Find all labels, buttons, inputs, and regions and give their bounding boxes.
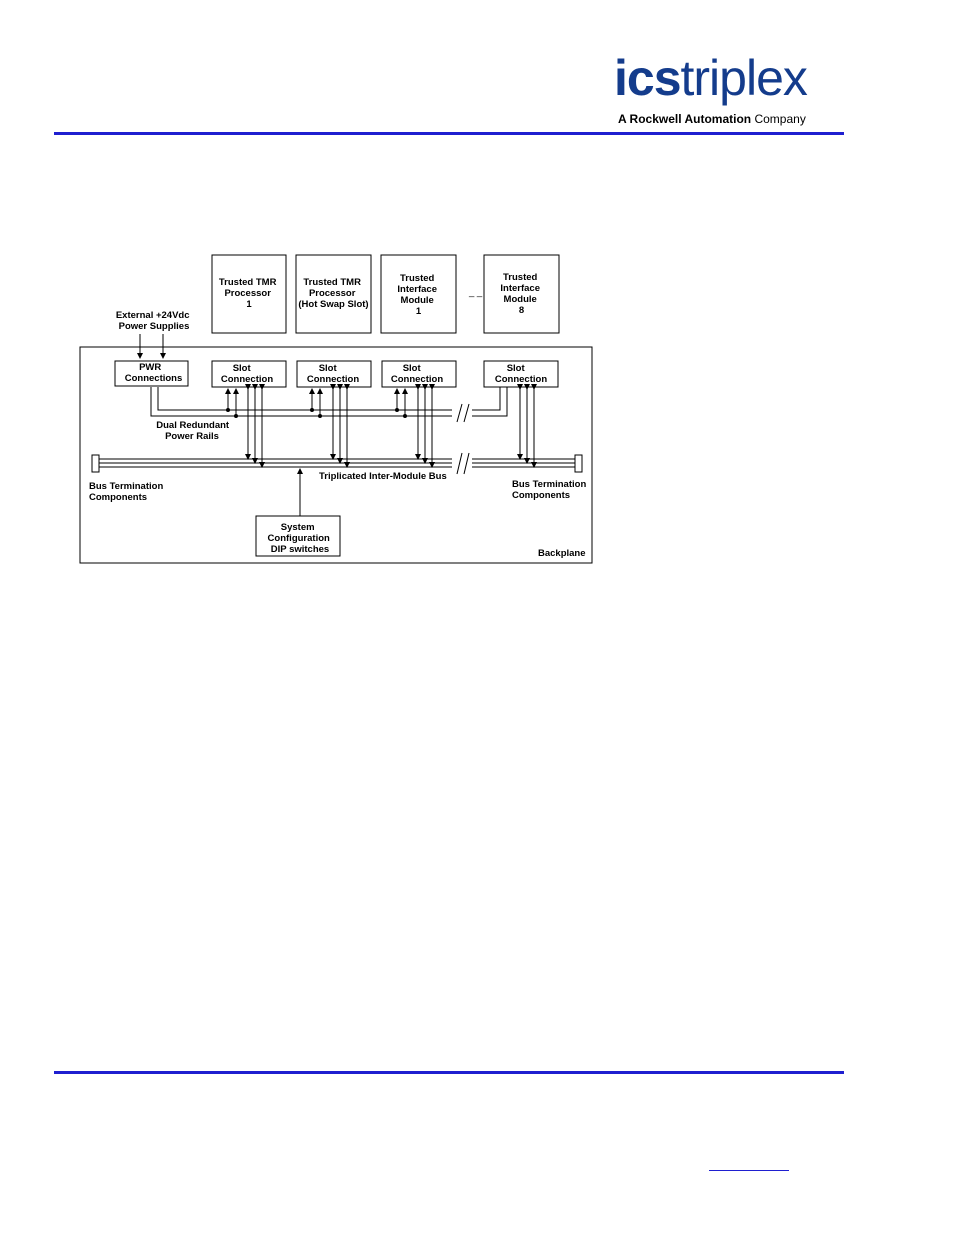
footer-rule [54,1071,844,1074]
bus-terminator-right [574,454,583,473]
slot-connection-label-2: Slot Connection [307,363,359,385]
module-label-tmr-processor-hot-swap: Trusted TMR Processor (Hot Swap Slot) [298,277,368,310]
bus-label: Triplicated Inter-Module Bus [319,471,447,482]
logo-tagline-bold: A Rockwell Automation [618,112,752,126]
backplane-diagram: Trusted TMR Processor 1 Trusted TMR Proc… [79,254,593,564]
module-label-interface-module-8: Trusted Interface Module 8 [500,272,542,316]
footer-link[interactable] [709,1160,789,1171]
dip-switch-box [255,515,341,557]
module-box-interface-module-8 [483,254,560,334]
logo-brand-bold: ics [614,50,682,106]
pwr-connections-box [114,360,189,387]
module-box-interface-module-1 [380,254,457,334]
logo-tagline: A Rockwell Automation Company [618,112,806,126]
logo-brand-light: triplex [680,50,808,106]
module-ellipsis: _ _ [468,287,483,298]
inter-module-bus [99,452,575,475]
power-rails [150,387,508,423]
power-rail-junctions [226,408,407,418]
slot-power-arrows [225,388,408,416]
slot-connection-label-4: Slot Connection [495,363,547,385]
header-rule [54,132,844,135]
pwr-connections-label: PWR Connections [125,362,183,384]
slot-connection-label-1: Slot Connection [221,363,273,385]
bus-termination-label-right: Bus Termination Components [512,479,589,501]
power-rails-label: Dual Redundant Power Rails [156,420,231,442]
external-supply-label: External +24Vdc Power Supplies [116,310,192,332]
backplane-outline [79,346,593,564]
logo-tagline-light: Company [754,112,806,126]
bus-termination-label-left: Bus Termination Components [89,481,166,503]
bus-terminator-left [91,454,100,473]
company-logo: icstriplex A Rockwell Automation Company [614,50,846,128]
dip-switch-label: System Configuration DIP switches [268,522,333,555]
logo-wordmark: icstriplex [614,50,808,106]
slot-bus-links [245,384,537,468]
module-label-tmr-processor-1: Trusted TMR Processor 1 [219,277,279,310]
module-box-tmr-processor-hot-swap [295,254,372,334]
module-box-tmr-processor-1 [211,254,287,334]
slot-connection-label-3: Slot Connection [391,363,443,385]
backplane-label: Backplane [538,548,586,559]
module-label-interface-module-1: Trusted Interface Module 1 [397,273,439,317]
